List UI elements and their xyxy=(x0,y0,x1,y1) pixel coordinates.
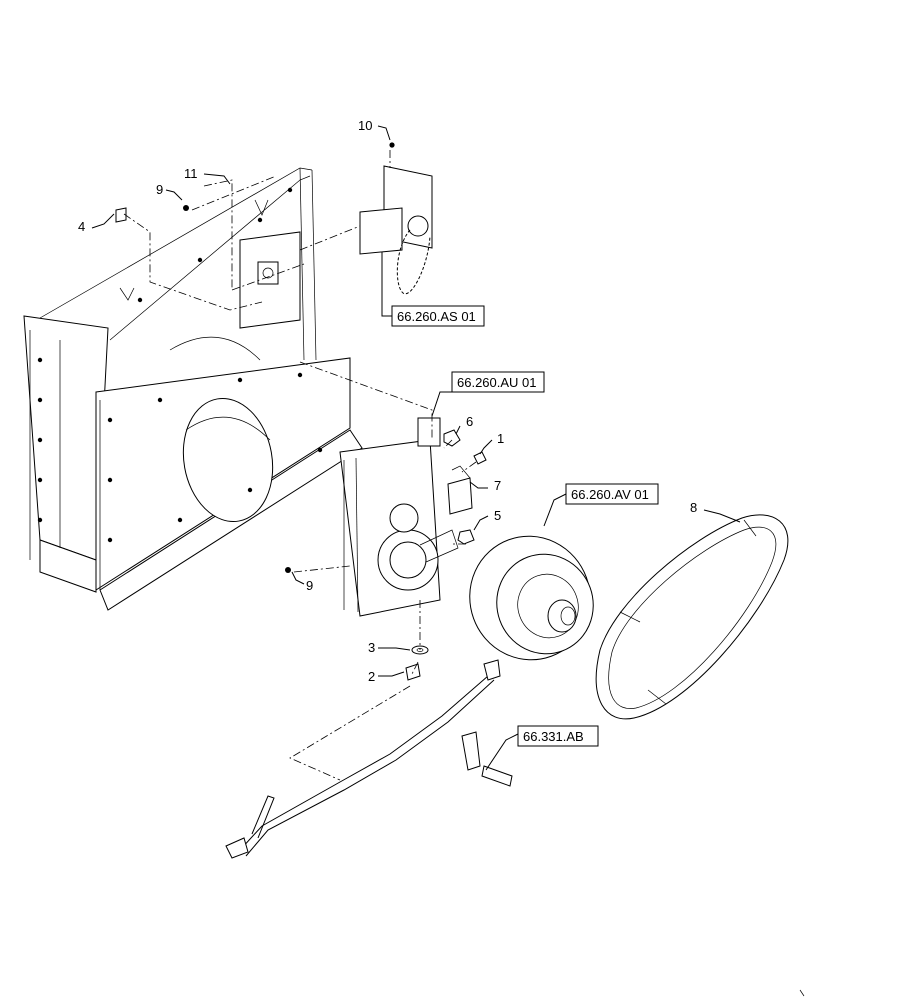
ref-label-as: 66.260.AS 01 xyxy=(397,309,476,324)
callout-1: 1 xyxy=(497,431,504,446)
ref-box-as: 66.260.AS 01 xyxy=(391,305,485,327)
callout-10: 10 xyxy=(358,118,372,133)
frame-panel xyxy=(23,167,363,611)
assembly-centerlines xyxy=(123,150,477,781)
nut-part-5 xyxy=(457,529,475,545)
callout-2: 2 xyxy=(368,669,375,684)
pulley xyxy=(469,535,594,661)
ref-box-au: 66.260.AU 01 xyxy=(451,371,545,393)
chain-bracket xyxy=(359,165,433,295)
guard-part-7 xyxy=(447,465,473,515)
ref-label-ab: 66.331.AB xyxy=(523,729,584,744)
callout-8: 8 xyxy=(690,500,697,515)
gearbox-housing xyxy=(339,417,459,617)
callout-9-lower: 9 xyxy=(306,578,313,593)
bolt-part-10 xyxy=(389,142,395,148)
callout-leaders xyxy=(91,125,741,771)
corner-mark xyxy=(799,989,805,997)
callout-11: 11 xyxy=(184,166,198,181)
control-linkage xyxy=(225,659,513,859)
callout-3: 3 xyxy=(368,640,375,655)
nut-part-6 xyxy=(443,429,461,447)
callout-6: 6 xyxy=(466,414,473,429)
ref-box-av: 66.260.AV 01 xyxy=(565,483,659,505)
ref-label-au: 66.260.AU 01 xyxy=(457,375,537,390)
callout-7: 7 xyxy=(494,478,501,493)
callout-4: 4 xyxy=(78,219,85,234)
belt-part-8 xyxy=(595,514,789,720)
bolt-part-1 xyxy=(473,451,487,465)
ref-box-ab: 66.331.AB xyxy=(517,725,599,747)
callout-5: 5 xyxy=(494,508,501,523)
bolt-part-4 xyxy=(115,207,127,223)
screw-part-9 xyxy=(183,205,291,573)
callout-9-upper: 9 xyxy=(156,182,163,197)
ref-label-av: 66.260.AV 01 xyxy=(571,487,649,502)
